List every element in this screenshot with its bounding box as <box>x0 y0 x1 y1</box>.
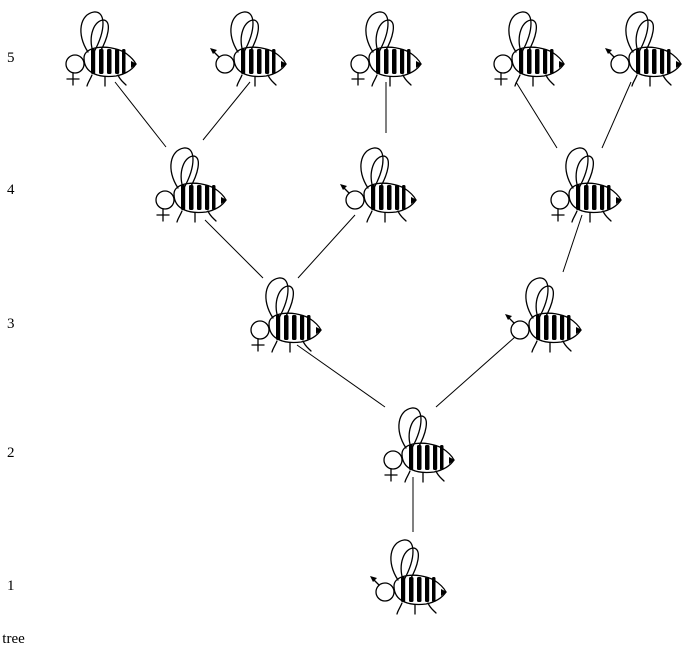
male-bee-icon <box>340 147 417 223</box>
female-bee-icon <box>493 11 565 87</box>
female-bee-icon <box>250 277 322 353</box>
female-bee-icon <box>383 407 455 483</box>
generation-label-4: 4 <box>7 182 15 198</box>
parent-link <box>601 81 632 149</box>
generation-label-2: 2 <box>7 445 15 461</box>
parent-link <box>435 336 516 408</box>
female-bee-icon <box>550 147 622 223</box>
parent-link <box>562 214 583 273</box>
male-bee-icon <box>370 539 447 615</box>
caption: Bee tree <box>0 630 686 648</box>
parent-link <box>296 344 386 408</box>
generation-label-1: 1 <box>7 578 15 594</box>
parent-link <box>297 214 356 279</box>
generation-label-5: 5 <box>7 50 15 66</box>
caption-text: Bee tree <box>0 631 25 647</box>
male-bee-icon <box>210 11 287 87</box>
female-bee-icon <box>350 11 422 87</box>
generation-label-3: 3 <box>7 316 15 332</box>
male-bee-icon <box>505 277 582 353</box>
female-bee-icon <box>65 11 137 87</box>
parent-link <box>202 81 251 141</box>
parent-link <box>515 81 558 149</box>
parent-links <box>114 81 632 532</box>
male-bee-icon <box>605 11 682 87</box>
parent-link <box>114 81 167 148</box>
female-bee-icon <box>155 147 227 223</box>
parent-link <box>204 219 264 279</box>
